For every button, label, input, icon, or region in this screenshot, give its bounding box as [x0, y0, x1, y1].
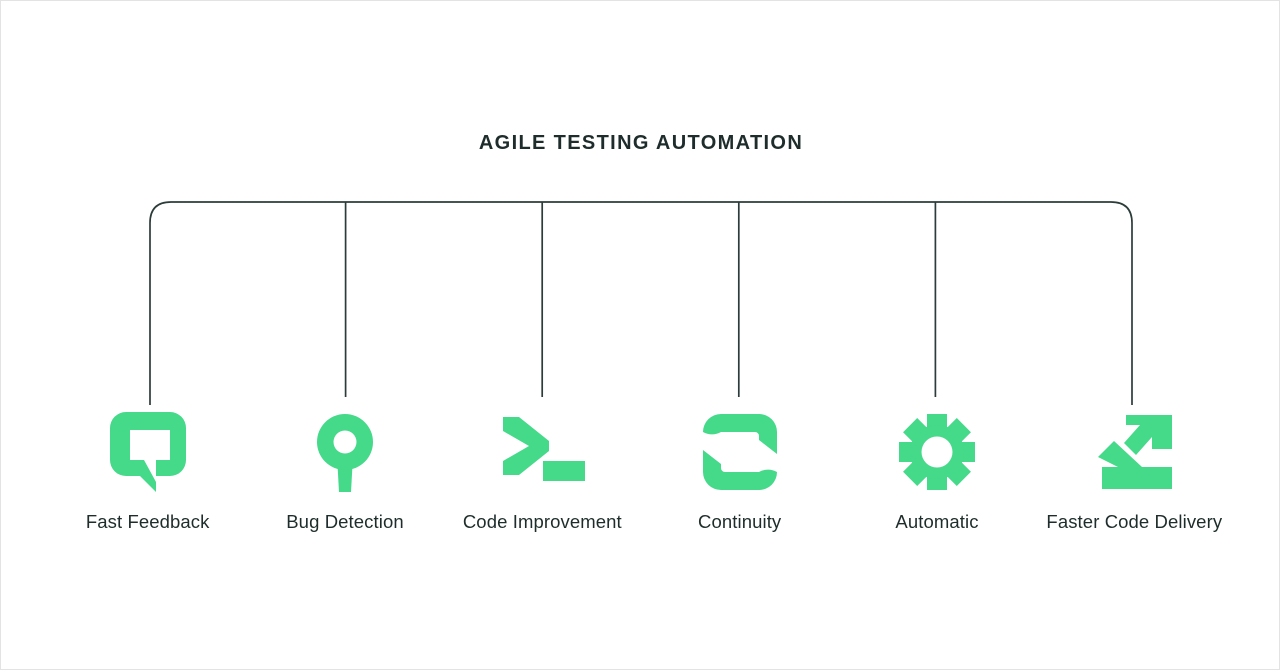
list-item[interactable]: Automatic [838, 409, 1035, 533]
list-item-label: Fast Feedback [85, 511, 210, 532]
terminal-prompt-icon [499, 409, 586, 495]
feature-list: Fast Feedback Bug Detection Code Impr [49, 409, 1233, 549]
gear-icon [894, 409, 980, 495]
chat-bubble-icon [105, 409, 191, 495]
list-item[interactable]: Bug Detection [246, 409, 443, 533]
list-item[interactable]: Faster Code Delivery [1036, 409, 1233, 533]
bracket-outline [149, 201, 1133, 405]
refresh-loop-icon [697, 409, 783, 495]
list-item-label: Code Improvement [462, 511, 622, 532]
list-item-label: Faster Code Delivery [1046, 511, 1223, 532]
list-item[interactable]: Fast Feedback [49, 409, 246, 533]
growth-chart-icon [1091, 409, 1177, 495]
list-item[interactable]: Code Improvement [444, 409, 641, 533]
list-item-label: Continuity [698, 511, 782, 532]
list-item-label: Automatic [895, 511, 979, 532]
list-item-label: Bug Detection [286, 511, 404, 532]
page-title: AGILE TESTING AUTOMATION [478, 132, 804, 154]
list-item[interactable]: Continuity [641, 409, 838, 533]
bracket-connector [149, 201, 1133, 405]
map-pin-icon [302, 409, 388, 495]
